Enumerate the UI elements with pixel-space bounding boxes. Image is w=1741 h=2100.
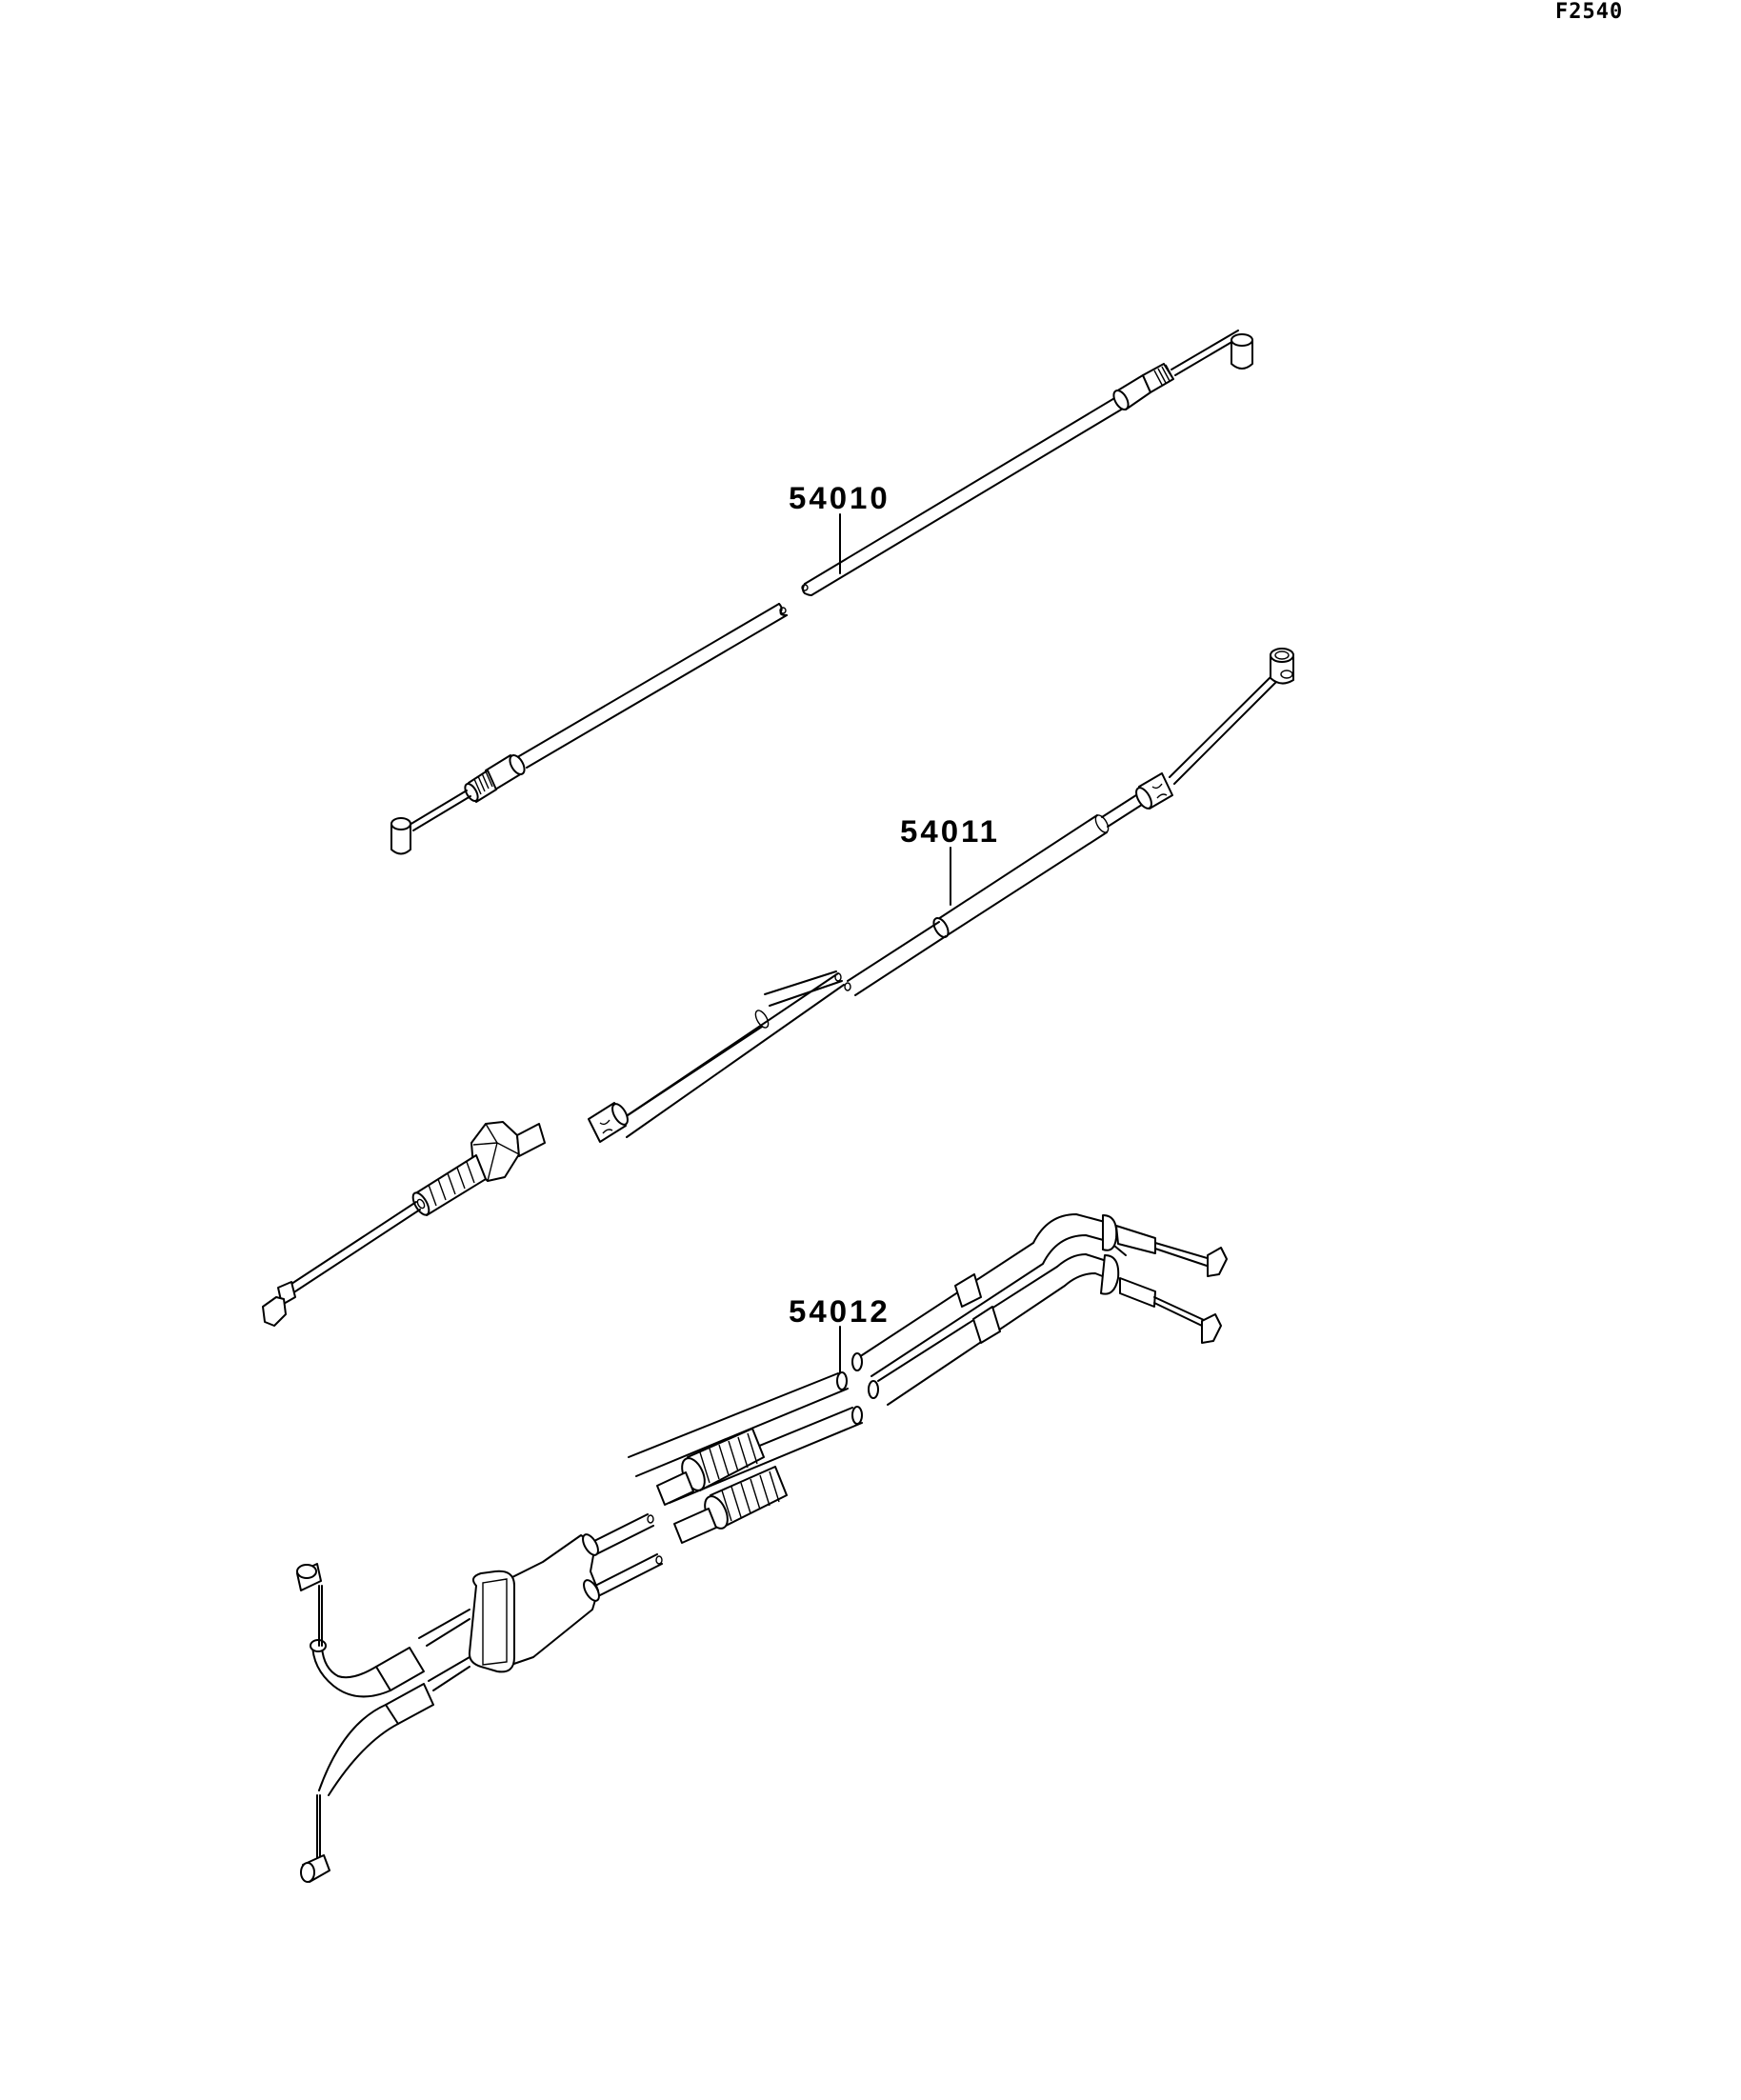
cable-clip-icon (1100, 1214, 1127, 1295)
ring-end-terminal-icon (1270, 648, 1294, 685)
barrel-end-cap-top-icon (1231, 333, 1253, 370)
barrel-end-cap-left-upper-icon (296, 1563, 322, 1591)
barrel-end-cap-left-lower-icon (300, 1854, 330, 1883)
rubber-boot-icon (1135, 772, 1173, 810)
callout-54011[interactable]: 54011 (900, 813, 1000, 849)
cable-54012[interactable] (296, 1213, 1228, 1883)
threaded-fitting-bottom-icon (409, 754, 526, 831)
cable-54011[interactable] (262, 648, 1294, 1327)
callout-54012[interactable]: 54012 (789, 1293, 891, 1329)
barrel-end-caps-right-icon (1201, 1247, 1228, 1344)
cable-54010[interactable] (390, 330, 1253, 855)
threaded-adjuster-sleeve-icon (411, 1154, 487, 1216)
rubber-boot-lower-icon (588, 1102, 629, 1143)
rubber-grommet-icon (468, 1533, 600, 1673)
barrel-end-cap-bottom-icon (390, 817, 411, 855)
callout-54010[interactable]: 54010 (789, 480, 891, 515)
cable-tip-end-icon (262, 1281, 296, 1327)
threaded-fitting-top-icon (1112, 330, 1241, 410)
cable-sheath-upper (804, 393, 1122, 585)
figure-id: F2540 (1555, 0, 1624, 24)
